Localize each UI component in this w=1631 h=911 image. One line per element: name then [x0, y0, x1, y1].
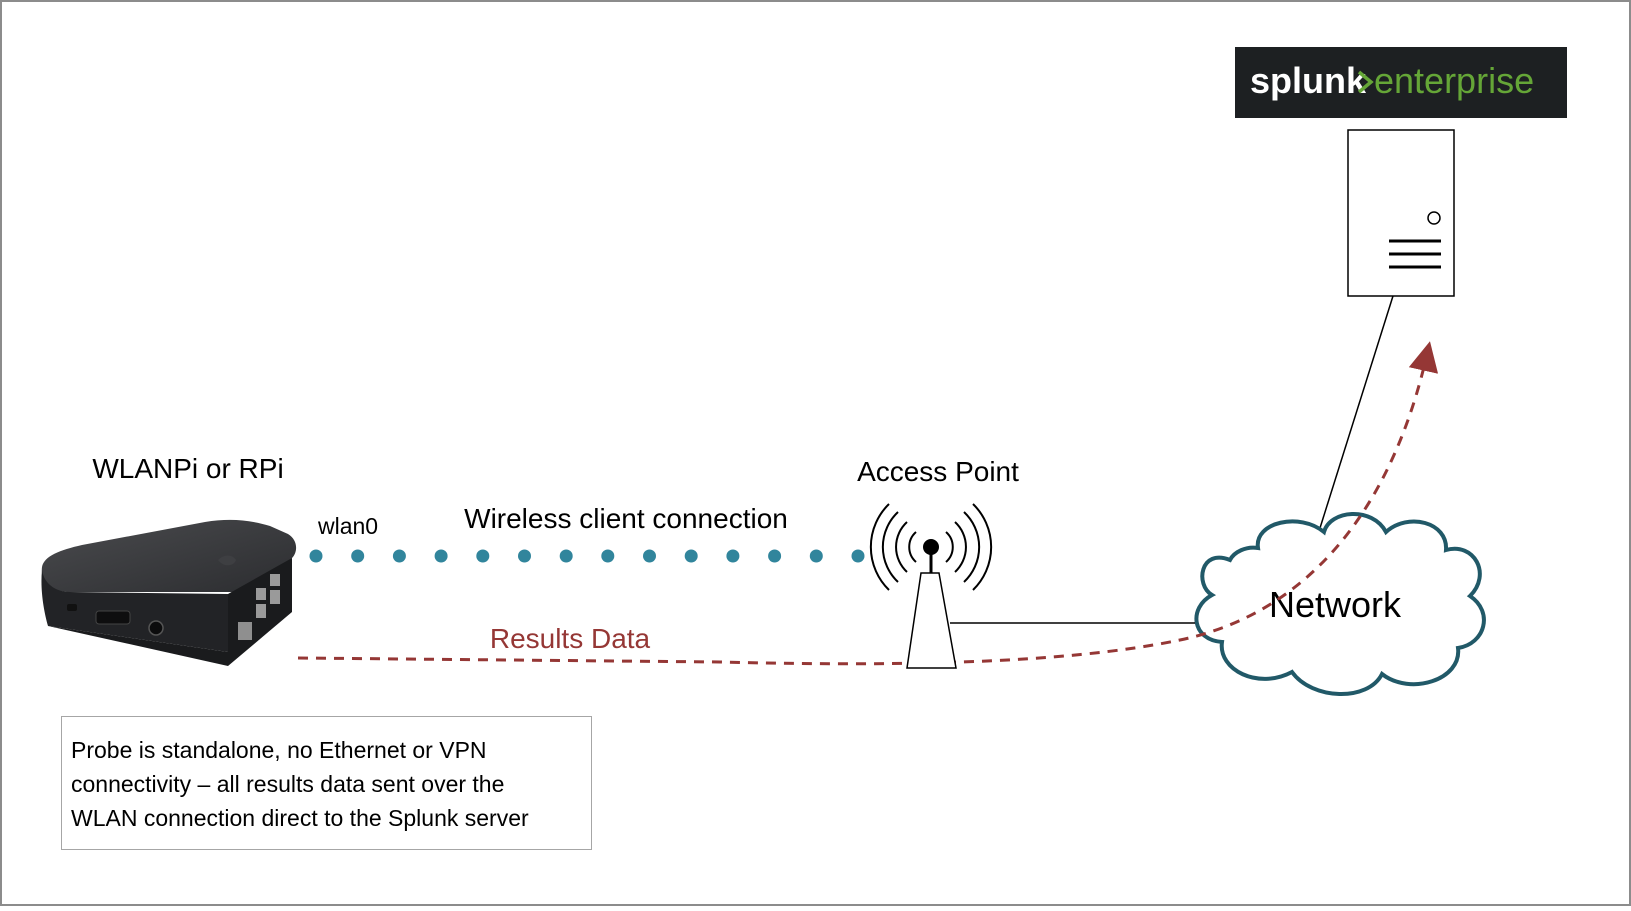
logo-chevron — [1357, 70, 1374, 94]
wireless-dot — [518, 549, 531, 563]
wireless-link-label: Wireless client connection — [464, 503, 788, 534]
access-point-icon — [869, 503, 993, 669]
wireless-dot — [684, 549, 698, 563]
wireless-dot — [851, 549, 865, 563]
wireless-dot — [434, 549, 448, 563]
network-label: Network — [1269, 584, 1402, 625]
wireless-dot — [601, 549, 615, 563]
raspberry-pi-case-icon — [41, 519, 297, 666]
wireless-dot — [476, 549, 490, 563]
wireless-dot — [643, 549, 656, 563]
wireless-dot — [768, 549, 782, 563]
splunk-enterprise-logo: splunk enterprise — [1235, 47, 1567, 118]
access-point-label: Access Point — [857, 456, 1019, 487]
wireless-dot — [351, 549, 365, 563]
probe-note-box: Probe is standalone, no Ethernet or VPN … — [61, 716, 592, 850]
note-line: connectivity – all results data sent ove… — [71, 771, 505, 797]
server-icon — [1347, 129, 1455, 297]
note-line: Probe is standalone, no Ethernet or VPN — [71, 737, 487, 763]
device-label: WLANPi or RPi — [92, 453, 283, 484]
results-data-label: Results Data — [490, 623, 651, 654]
wireless-link-dots — [309, 549, 865, 563]
wireless-dot — [809, 549, 823, 563]
wireless-dot — [726, 549, 740, 563]
wireless-dot — [559, 549, 573, 563]
wireless-dot — [392, 549, 406, 563]
logo-background — [1235, 47, 1567, 118]
wireless-dot — [309, 549, 323, 563]
wlan0-label: wlan0 — [317, 513, 378, 539]
server-network-link — [1319, 295, 1394, 529]
logo-text-splunk: splunk — [1250, 60, 1367, 101]
logo-text-enterprise: enterprise — [1374, 60, 1534, 101]
network-cloud-icon — [1194, 512, 1486, 696]
results-data-path — [297, 341, 1439, 666]
note-line: WLAN connection direct to the Splunk ser… — [71, 805, 529, 831]
